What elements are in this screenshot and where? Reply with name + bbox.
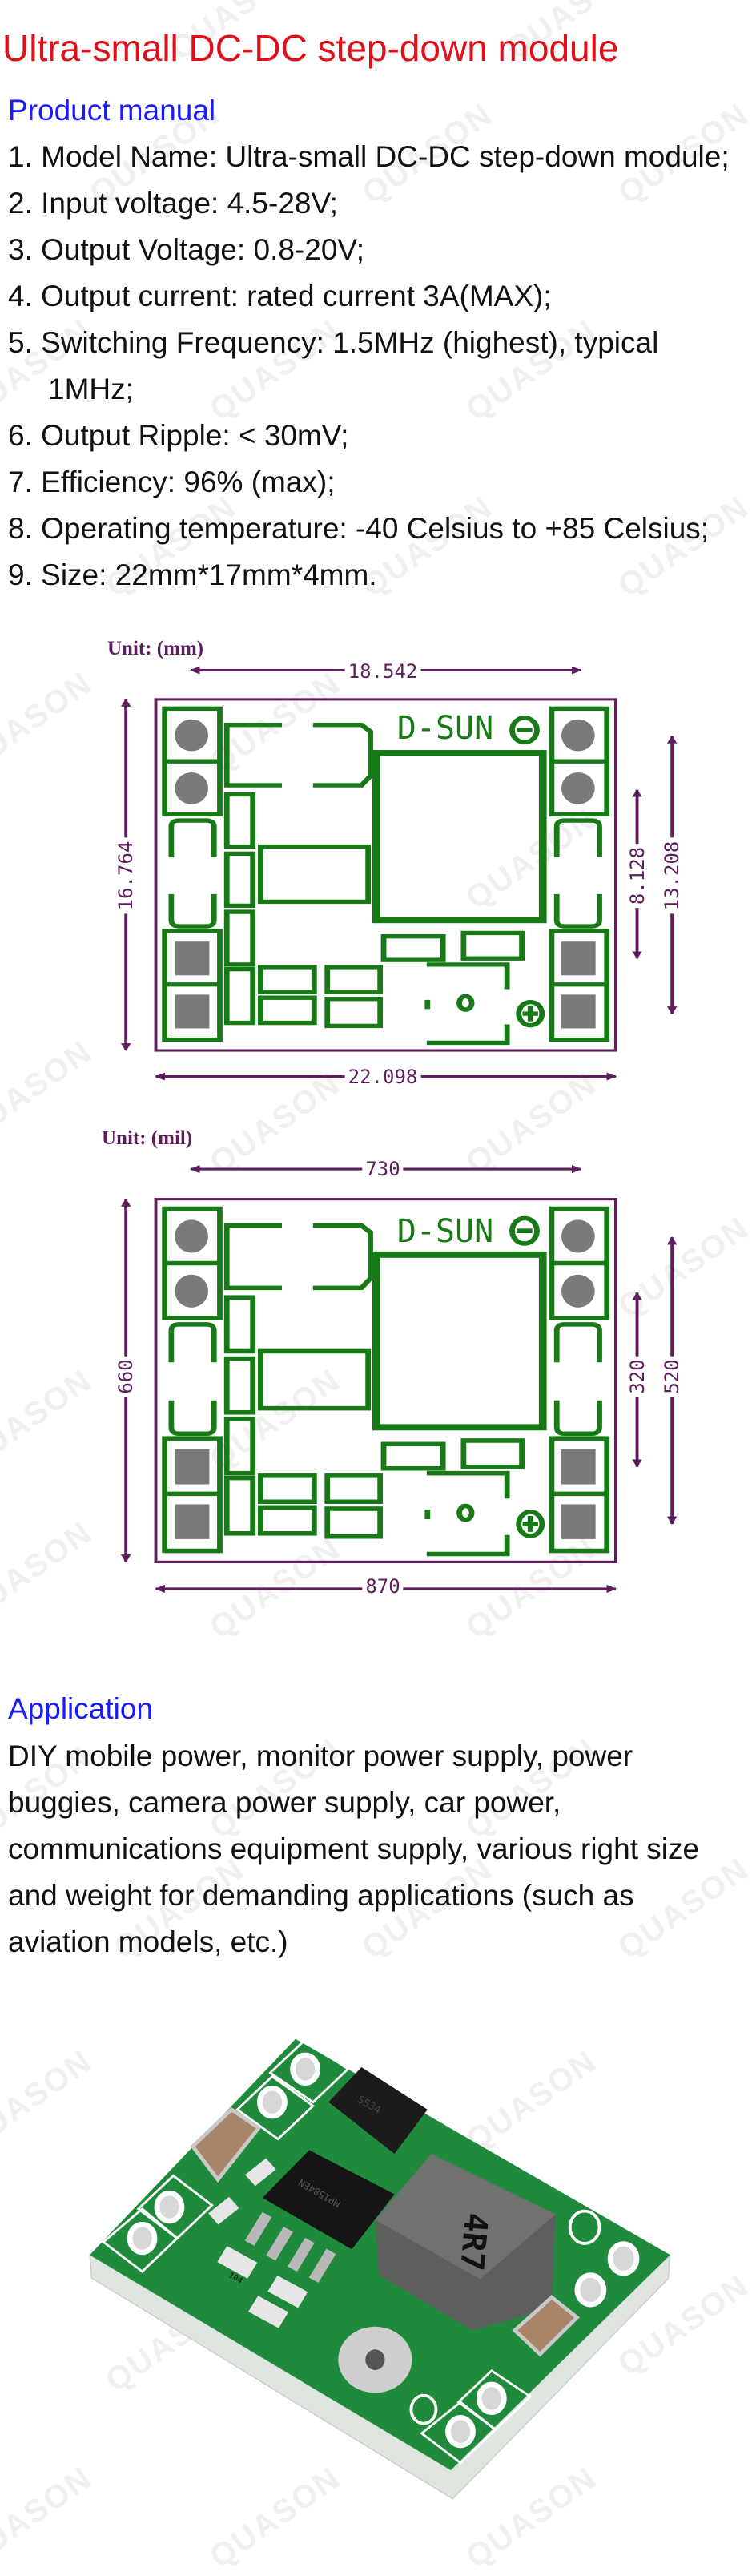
dimension-outer-height: 13.208 — [661, 837, 683, 914]
spec-item: 6. Output Ripple: < 30mV; — [8, 419, 349, 452]
dimension-outer-height: 520 — [661, 1356, 683, 1397]
spec-item: 7. Efficiency: 96% (max); — [8, 466, 336, 498]
application-line: aviation models, etc.) — [8, 1925, 288, 1958]
application-line: DIY mobile power, monitor power supply, … — [8, 1740, 633, 1772]
module-photo-illustration — [89, 2038, 671, 2500]
dimension-top-width: 730 — [362, 1158, 404, 1180]
spec-item: 9. Size: 22mm*17mm*4mm. — [8, 558, 377, 591]
unit-label: Unit: (mil) — [102, 1127, 193, 1149]
unit-label: Unit: (mm) — [107, 638, 204, 659]
application-line: and weight for demanding applications (s… — [8, 1879, 634, 1912]
spec-item: 1. Model Name: Ultra-small DC-DC step-do… — [8, 140, 730, 173]
dimension-left-height: 660 — [115, 1356, 137, 1397]
board-outline-drawing — [80, 1106, 689, 1602]
dimension-bottom-width: 22.098 — [344, 1066, 421, 1088]
spec-item: 5. Switching Frequency: 1.5MHz (highest)… — [8, 326, 659, 405]
brand-silkscreen: D-SUN — [396, 710, 494, 747]
spec-item: 2. Input voltage: 4.5-28V; — [8, 187, 339, 220]
application-text: DIY mobile power, monitor power supply, … — [8, 1733, 699, 1965]
dimension-inner-height: 8.128 — [626, 843, 649, 909]
product-manual-heading: Product manual — [8, 94, 216, 127]
dimension-bottom-width: 870 — [362, 1575, 404, 1598]
inductor-marking: 4R7 — [452, 2211, 495, 2272]
brand-silkscreen: D-SUN — [396, 1213, 494, 1250]
spec-list: 1. Model Name: Ultra-small DC-DC step-do… — [8, 134, 756, 599]
dimension-top-width: 18.542 — [344, 660, 421, 683]
spec-item: 8. Operating temperature: -40 Celsius to… — [8, 512, 710, 545]
application-line: communications equipment supply, various… — [8, 1832, 700, 1865]
dimension-left-height: 16.764 — [115, 837, 137, 914]
spec-item: 3. Output Voltage: 0.8-20V; — [8, 233, 364, 266]
dimension-inner-height: 320 — [626, 1356, 649, 1397]
application-line: buggies, camera power supply, car power, — [8, 1786, 561, 1819]
page-title: Ultra-small DC-DC step-down module — [2, 27, 619, 69]
spec-item: 4. Output current: rated current 3A(MAX)… — [8, 280, 552, 312]
application-heading: Application — [8, 1692, 154, 1725]
